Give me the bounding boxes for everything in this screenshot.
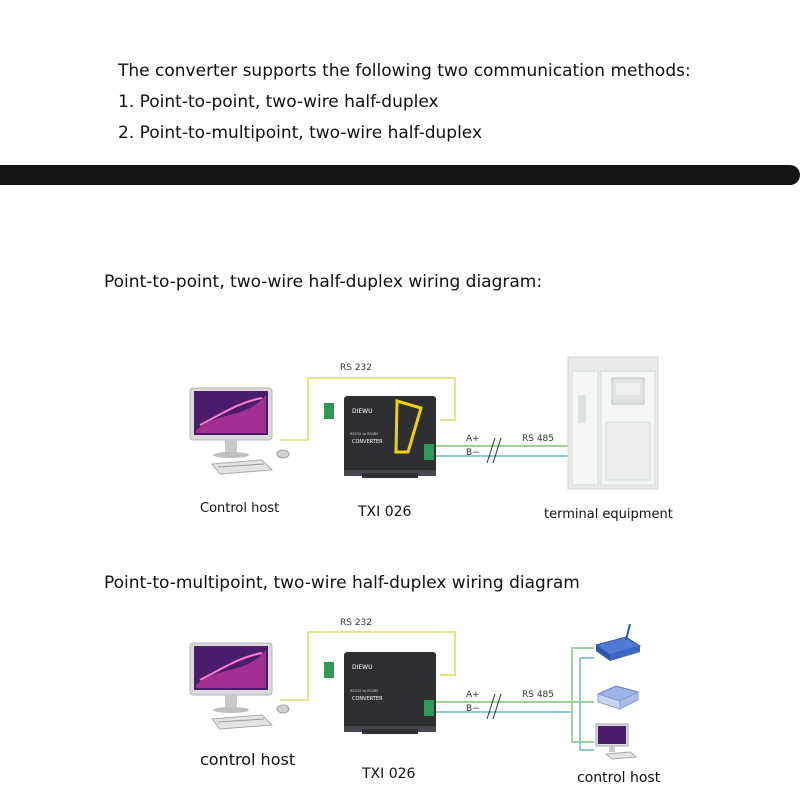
diagram2-title: Point-to-multipoint, two-wire half-duple… [104,573,580,593]
a-plus-label: A+ [466,690,480,700]
rs485-b-bus [579,657,594,712]
device-name-label: CONVERTER [352,696,383,702]
break-mark [492,437,502,464]
rs232-wire [280,377,456,441]
device-model-label: RS232 to RS485 [350,689,378,693]
a-plus-label: A+ [466,434,480,444]
device-brand-label: DIEWU [352,664,373,671]
monitor-icon [189,387,273,458]
converter-label: TXI 026 [357,504,412,520]
rs485-label: RS 485 [522,434,554,444]
break-mark [486,437,496,464]
device-model-label: RS232 to RS485 [350,432,378,436]
converter-device-icon: DIEWU RS232 to RS485 CONVERTER [324,396,436,478]
device-name-label: CONVERTER [352,439,383,445]
b-minus-label: B− [466,704,480,714]
host-label: control host [200,750,295,769]
mouse-icon [276,449,290,459]
intro-item-2: 2. Point-to-multipoint, two-wire half-du… [118,123,483,143]
mouse-icon [276,704,290,714]
keyboard-icon [211,459,274,475]
target-label: control host [577,770,661,786]
target-label: terminal equipment [544,507,673,522]
intro-item-1: 1. Point-to-point, two-wire half-duplex [118,92,439,112]
rs485-b-bus [579,712,594,751]
break-mark [486,693,496,720]
break-mark [492,693,502,720]
rs485-a-bus [571,647,594,702]
device-brand-label: DIEWU [352,408,373,415]
keyboard-icon [211,714,274,730]
rs232-label: RS 232 [340,618,372,628]
point-to-point-diagram: RS 232 DIEWU RS232 to RS485 CONVERTER A+… [189,356,673,522]
terminal-cabinet-icon [567,356,659,490]
host-label: Control host [200,501,279,516]
rs485-a-bus [571,702,594,743]
router-icon [594,623,642,661]
rs232-label: RS 232 [340,363,372,373]
intro-heading: The converter supports the following two… [118,61,691,81]
rs485-label: RS 485 [522,690,554,700]
intro-section: The converter supports the following two… [118,56,758,149]
rs232-wire [280,631,456,701]
converter-device-icon: DIEWU RS232 to RS485 CONVERTER [324,652,436,734]
point-to-multipoint-diagram: RS 232 DIEWU RS232 to RS485 CONVERTER A+… [189,618,661,786]
diagram1-title: Point-to-point, two-wire half-duplex wir… [104,272,543,292]
monitor-icon [189,642,273,713]
scale-icon [596,685,640,710]
section-divider [0,165,800,185]
computer-icon [595,723,638,760]
b-minus-label: B− [466,448,480,458]
converter-label: TXI 026 [361,766,416,782]
